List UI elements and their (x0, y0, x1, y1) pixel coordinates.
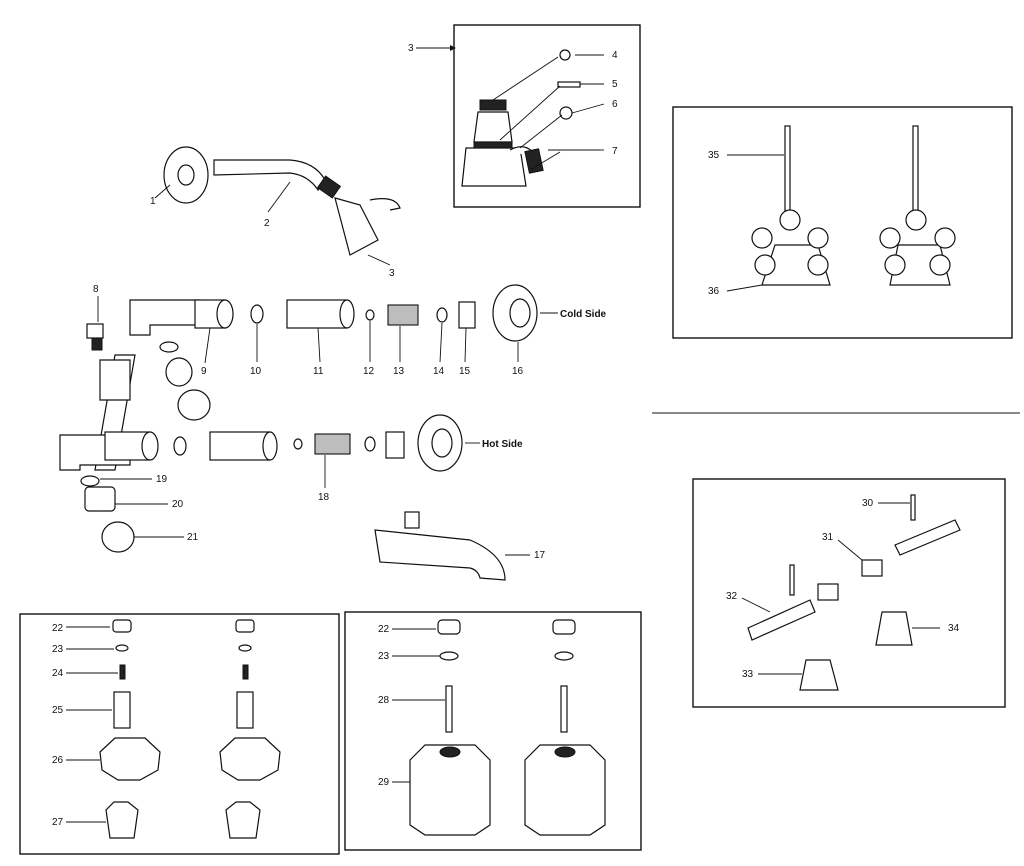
leader-lines (97, 296, 519, 538)
part-label-7: 7 (612, 146, 618, 157)
part-label-24: 24 (52, 668, 64, 679)
part-label-12: 12 (363, 366, 375, 377)
octagon-handle-detail-box (19, 613, 340, 855)
hot-side-label: Hot Side (482, 439, 523, 450)
part-label-26: 26 (52, 755, 64, 766)
round-handle-detail-box (344, 611, 642, 851)
part-label-20: 20 (172, 499, 184, 510)
cold-side-label: Cold Side (560, 309, 607, 320)
part-label-25: 25 (52, 705, 64, 716)
hot-side-parts (80, 414, 480, 553)
part-label-36: 36 (708, 286, 720, 297)
part-label-9: 9 (201, 366, 207, 377)
part-label-13: 13 (393, 366, 405, 377)
part-label-35: 35 (708, 150, 720, 161)
part-label-23-right: 23 (378, 651, 390, 662)
part-label-27: 27 (52, 817, 64, 828)
shower-head-detail-box (453, 24, 641, 208)
part-label-22-right: 22 (378, 624, 390, 635)
part-label-28: 28 (378, 695, 390, 706)
part-label-1: 1 (150, 196, 156, 207)
part-label-3-box: 3 (408, 43, 414, 54)
part-label-22-left: 22 (52, 623, 64, 634)
shower-head (316, 175, 401, 266)
part-label-31: 31 (822, 532, 834, 543)
part-labels: 1 2 3 3 4 5 6 7 8 9 10 11 12 13 14 15 16… (52, 43, 960, 828)
shower-arm (213, 159, 326, 213)
part-label-5: 5 (612, 79, 618, 90)
part-label-8: 8 (93, 284, 99, 295)
part-label-3: 3 (389, 268, 395, 279)
part-label-6: 6 (612, 99, 618, 110)
shower-flange (154, 146, 209, 204)
part-label-15: 15 (459, 366, 471, 377)
part-label-11: 11 (313, 366, 324, 377)
round-handles (392, 619, 606, 836)
part-label-30: 30 (862, 498, 874, 509)
shower-head-detail (416, 45, 605, 187)
part-label-14: 14 (433, 366, 445, 377)
part-label-33: 33 (742, 669, 754, 680)
part-label-10: 10 (250, 366, 262, 377)
part-label-16: 16 (512, 366, 524, 377)
part-label-29: 29 (378, 777, 390, 788)
part-label-18: 18 (318, 492, 330, 503)
part-label-32: 32 (726, 591, 738, 602)
lever-handles (741, 494, 961, 691)
octagon-handles (66, 619, 281, 839)
part-label-4: 4 (612, 50, 618, 61)
cross-handle-detail-box (672, 106, 1013, 339)
tub-spout (374, 511, 530, 581)
cross-handles (726, 125, 956, 292)
part-label-17: 17 (534, 550, 546, 561)
part-label-2: 2 (264, 218, 270, 229)
part-label-23-left: 23 (52, 644, 64, 655)
valve-body (59, 299, 201, 471)
part-label-21: 21 (187, 532, 199, 543)
cold-side-parts (86, 284, 558, 421)
part-label-34: 34 (948, 623, 960, 634)
lever-handle-detail-box (692, 478, 1006, 708)
part-label-19: 19 (156, 474, 168, 485)
